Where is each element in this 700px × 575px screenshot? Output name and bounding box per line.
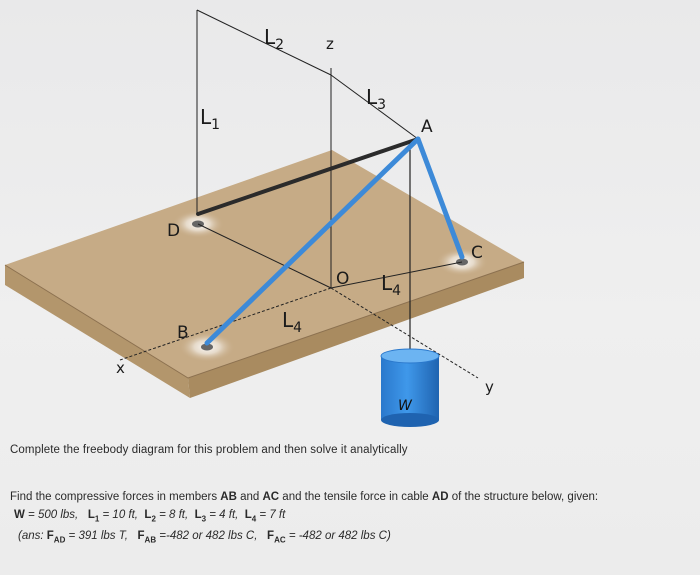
label-D: D xyxy=(167,221,180,241)
given-L2-label: L2 xyxy=(144,509,156,524)
label-L4-right: L4 xyxy=(381,271,401,299)
given-values: W = 500 lbs, L1 = 10 ft, L2 = 8 ft, L3 =… xyxy=(14,509,285,523)
label-O: O xyxy=(336,269,349,289)
D-to-O-line xyxy=(197,223,332,289)
given-L3-label: L3 xyxy=(194,509,207,524)
given-W-value: = 500 lbs, xyxy=(24,509,79,521)
ans-prefix: (ans: xyxy=(18,530,47,542)
label-B: B xyxy=(177,323,189,343)
label-x: x xyxy=(116,359,125,377)
given-L3-value: = 4 ft, xyxy=(206,509,239,521)
given-W-label: W xyxy=(14,509,25,521)
problem-statement: Find the compressive forces in members A… xyxy=(10,491,598,503)
label-L4-left: L4 xyxy=(282,308,302,336)
plate-edge xyxy=(4,261,525,379)
label-C: C xyxy=(471,243,483,263)
weight-bottom xyxy=(381,413,439,427)
given-L4-value: = 7 ft xyxy=(256,509,286,521)
member-AC xyxy=(415,136,465,260)
instruction-text: Complete the freebody diagram for this p… xyxy=(10,444,408,456)
label-A: A xyxy=(421,117,433,137)
label-L3: L3 xyxy=(366,85,386,113)
problem-AB: AB xyxy=(220,491,237,503)
support-point-B xyxy=(201,343,213,351)
label-z: z xyxy=(326,35,334,53)
ans-FAD-value: = 391 lbs T, xyxy=(65,530,128,542)
ans-FAC-value: = -482 or 482 lbs C) xyxy=(285,530,391,542)
cable-AD xyxy=(196,137,420,216)
plate-top xyxy=(5,150,524,378)
given-L1-value: = 10 ft, xyxy=(99,509,139,521)
problem-and: and xyxy=(236,491,263,503)
label-W: W xyxy=(398,398,413,414)
problem-post: of the structure below, given: xyxy=(448,491,599,503)
ans-FAC-label: FAC xyxy=(267,530,286,545)
ans-FAB-value: =-482 or 482 lbs C, xyxy=(156,530,258,542)
label-L2: L2 xyxy=(264,25,284,53)
diagram-labels: L1 L2 z L3 A D C O L4 L4 B x y W xyxy=(116,25,494,414)
problem-mid: and the tensile force in cable xyxy=(279,491,432,503)
label-L1: L1 xyxy=(200,105,220,133)
problem-pre: Find the compressive forces in members xyxy=(10,491,221,503)
O-to-C-line xyxy=(330,261,463,289)
given-L1-label: L1 xyxy=(87,509,100,524)
plate-side-left xyxy=(5,265,190,398)
problem-AC: AC xyxy=(262,491,280,503)
given-L2-value: = 8 ft, xyxy=(155,509,189,521)
ans-FAD-label: FAD xyxy=(46,530,66,545)
L3-line xyxy=(330,74,419,140)
y-axis xyxy=(330,287,479,379)
answer-line: (ans: FAD = 391 lbs T, FAB =-482 or 482 … xyxy=(18,530,391,544)
member-AB xyxy=(204,136,421,346)
base-plate xyxy=(4,150,525,398)
ans-FAB-label: FAB xyxy=(137,530,157,545)
given-L4-label: L4 xyxy=(244,509,257,524)
weight-top xyxy=(380,348,440,364)
problem-AD: AD xyxy=(431,491,449,503)
plate-side-right xyxy=(188,262,524,398)
label-y: y xyxy=(485,378,494,396)
L2-top-line xyxy=(196,9,332,76)
weight-body xyxy=(381,356,439,420)
weight-cylinder xyxy=(380,348,440,427)
